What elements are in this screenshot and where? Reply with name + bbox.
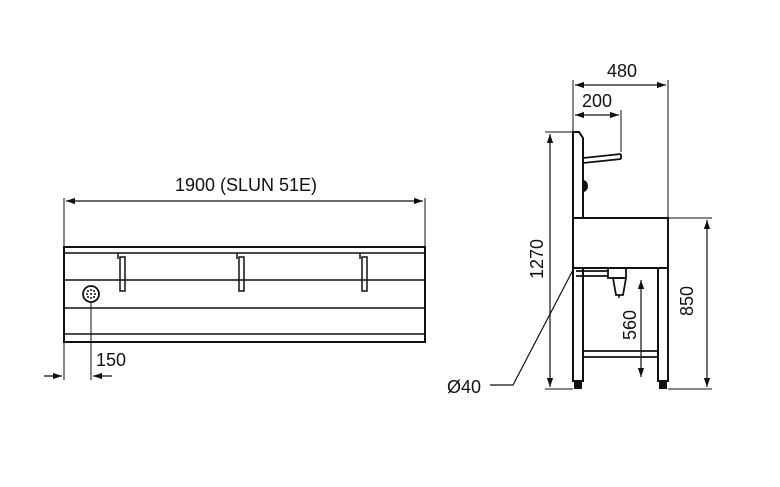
backsplash-panel [572, 131, 588, 219]
width-label: 1900 (SLUN 51E) [175, 175, 317, 195]
tap-height-label: 560 [620, 310, 640, 340]
width-dimension: 1900 (SLUN 51E) [63, 175, 426, 248]
drain-offset-dimension: 150 [44, 302, 126, 380]
basin-side [572, 217, 669, 269]
tap-height-dimension: 560 [620, 280, 645, 377]
trough-front [63, 246, 426, 343]
front-view: 1900 (SLUN 51E) [44, 175, 426, 380]
tap-3 [359, 253, 368, 292]
tap-1 [117, 253, 126, 292]
basin-height-dimension: 850 [668, 217, 712, 390]
total-height-label: 1270 [527, 239, 547, 279]
drain-icon [82, 285, 100, 303]
shelf-depth-dimension: 200 [575, 91, 622, 152]
depth-label: 480 [607, 61, 637, 81]
basin-height-label: 850 [677, 286, 697, 316]
drain-offset-label: 150 [96, 350, 126, 370]
tap-side [576, 267, 628, 298]
side-view: 480 200 [447, 61, 712, 397]
leg-diameter-leader: Ø40 [447, 269, 574, 397]
tap-2 [236, 253, 245, 292]
leg-diameter-label: Ø40 [447, 377, 481, 397]
depth-dimension: 480 [572, 61, 669, 218]
total-height-dimension: 1270 [527, 131, 573, 390]
shelf-depth-label: 200 [582, 91, 612, 111]
frame-legs [572, 267, 669, 389]
soap-shelf [582, 153, 622, 164]
